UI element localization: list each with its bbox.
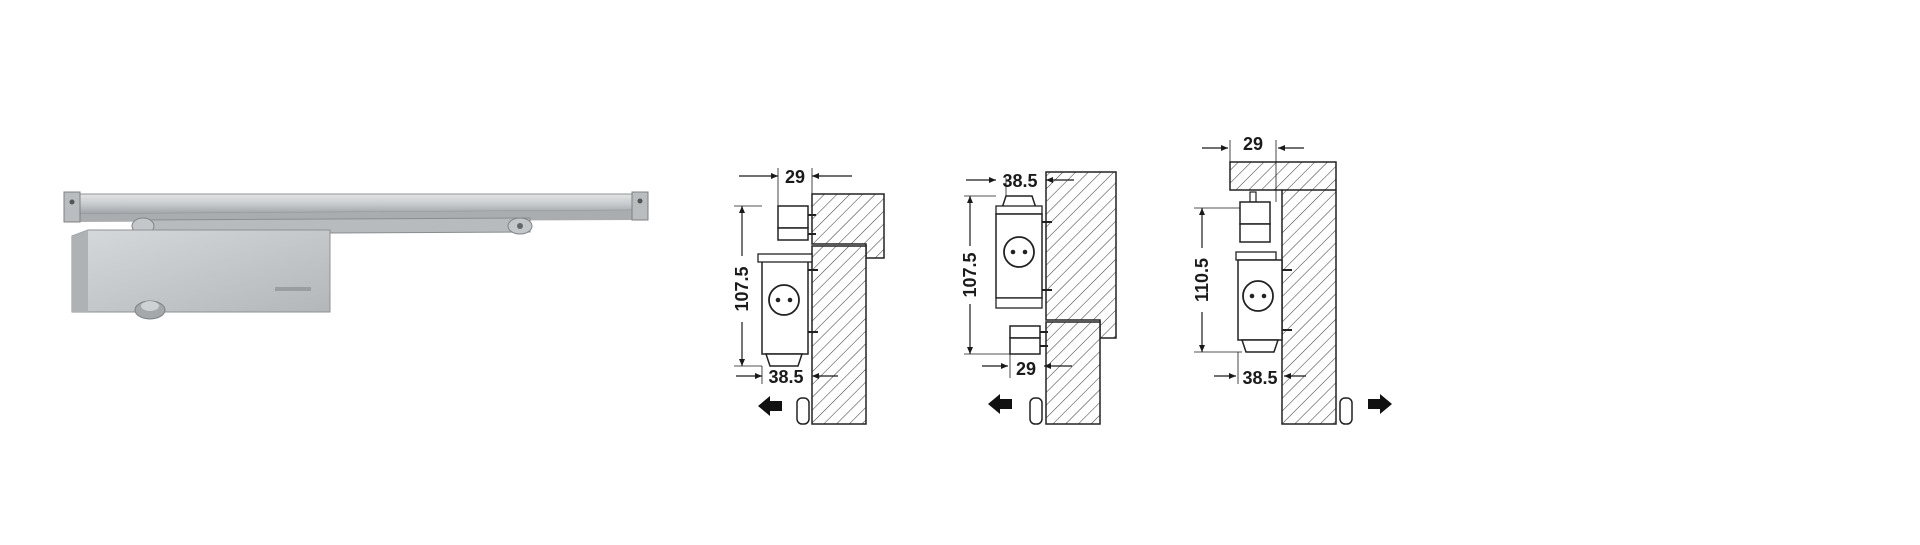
arrow-left-icon <box>758 396 782 416</box>
arrow-left-icon <box>988 394 1012 414</box>
pivot-circle <box>768 284 800 316</box>
dim-top-label: 29 <box>1243 134 1263 154</box>
frame-section <box>1229 161 1337 425</box>
mounting-diagram-3: 29 110.5 38.5 <box>1192 134 1392 425</box>
hinge-pin <box>796 397 810 425</box>
rail-block <box>1009 325 1041 339</box>
door-leaf-section <box>811 245 867 425</box>
dim-bottom-label: 38.5 <box>768 367 803 387</box>
dim-vertical-label: 107.5 <box>960 252 980 297</box>
mounting-diagram-1: 29 107.5 38.5 <box>732 167 885 425</box>
closer-body <box>71 229 331 320</box>
rail-foot <box>1009 337 1041 355</box>
door-leaf-section <box>1045 321 1101 425</box>
rail-block <box>1239 201 1271 225</box>
dim-bottom-label: 29 <box>1016 359 1036 379</box>
frame-section <box>1045 171 1117 339</box>
rail-block <box>777 205 809 229</box>
mounting-diagram-2: 38.5 107.5 29 <box>960 171 1117 425</box>
hinge-pin <box>1029 397 1043 425</box>
dim-top-label: 38.5 <box>1002 171 1037 191</box>
dim-bottom-label: 38.5 <box>1242 368 1277 388</box>
arrow-right-icon <box>1368 394 1392 414</box>
dim-top-label: 29 <box>785 167 805 187</box>
rail-foot <box>777 227 809 241</box>
rail-foot <box>1239 223 1271 243</box>
pivot-circle <box>1003 236 1035 268</box>
pivot-circle <box>1242 280 1274 312</box>
dim-vertical-label: 110.5 <box>1192 258 1212 302</box>
slide-rail <box>63 191 649 223</box>
hinge-pin <box>1339 397 1353 425</box>
dim-vertical-label: 107.5 <box>732 266 752 311</box>
door-closer-photo <box>63 191 649 320</box>
